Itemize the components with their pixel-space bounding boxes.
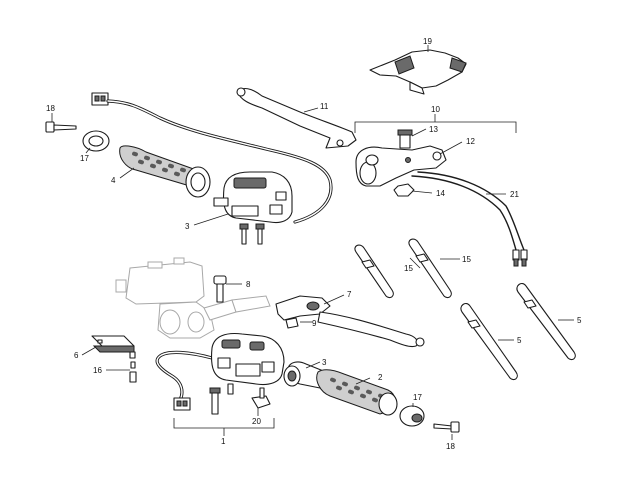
callout-16: 16 (93, 366, 102, 375)
leader-lines (51, 45, 574, 440)
callout-10: 10 (431, 105, 440, 114)
callout-20: 20 (252, 417, 261, 426)
callout-3-lower: 3 (322, 358, 327, 367)
callout-labels: 18 17 4 3 11 19 10 13 12 14 21 15 15 8 7… (46, 37, 582, 451)
callout-4: 4 (111, 176, 116, 185)
callout-11: 11 (320, 102, 329, 111)
callout-5-right: 5 (577, 316, 582, 325)
lower-connector (173, 397, 191, 411)
callout-8: 8 (246, 280, 251, 289)
part-upper-switch-housing (213, 171, 293, 245)
callout-17-lower: 17 (413, 393, 422, 402)
callout-17-upper: 17 (80, 154, 89, 163)
callout-19: 19 (423, 37, 432, 46)
bolt-13 (399, 133, 411, 149)
callout-15-right: 15 (462, 255, 471, 264)
part-upper-grip (119, 145, 211, 198)
callout-6: 6 (74, 351, 79, 360)
upper-connector (91, 92, 109, 106)
part-lower-bar-end (399, 405, 460, 433)
part-lower-grip (316, 369, 398, 416)
part-lower-lever (275, 295, 425, 348)
ghost-master-cylinder (115, 257, 271, 339)
nut-14 (393, 183, 415, 197)
part-brake-switch (91, 335, 137, 383)
part-upper-lever (236, 87, 357, 149)
callout-13: 13 (429, 125, 438, 134)
callout-5-left: 5 (517, 336, 522, 345)
callout-3-upper: 3 (185, 222, 190, 231)
callout-12: 12 (466, 137, 475, 146)
part-upper-bar-end (45, 121, 110, 152)
part-bolt-8 (213, 275, 227, 303)
callout-9: 9 (312, 319, 317, 328)
callout-2: 2 (378, 373, 383, 382)
callout-18-upper: 18 (46, 104, 55, 113)
part-lower-straps (460, 283, 576, 381)
part-lower-switch-housing (155, 332, 285, 415)
part-upper-straps (354, 238, 452, 299)
part-upper-master-cylinder (355, 129, 528, 267)
callout-18-lower: 18 (446, 442, 455, 451)
callout-21: 21 (510, 190, 519, 199)
callout-14: 14 (436, 189, 445, 198)
callout-15-left: 15 (404, 264, 413, 273)
nut-9 (285, 317, 299, 329)
part-hand-guard-cover (369, 49, 467, 95)
part-upper-wiring (91, 92, 333, 224)
callout-1: 1 (221, 437, 226, 446)
part-lower-throttle-tube (283, 361, 327, 389)
callout-7: 7 (347, 290, 352, 299)
